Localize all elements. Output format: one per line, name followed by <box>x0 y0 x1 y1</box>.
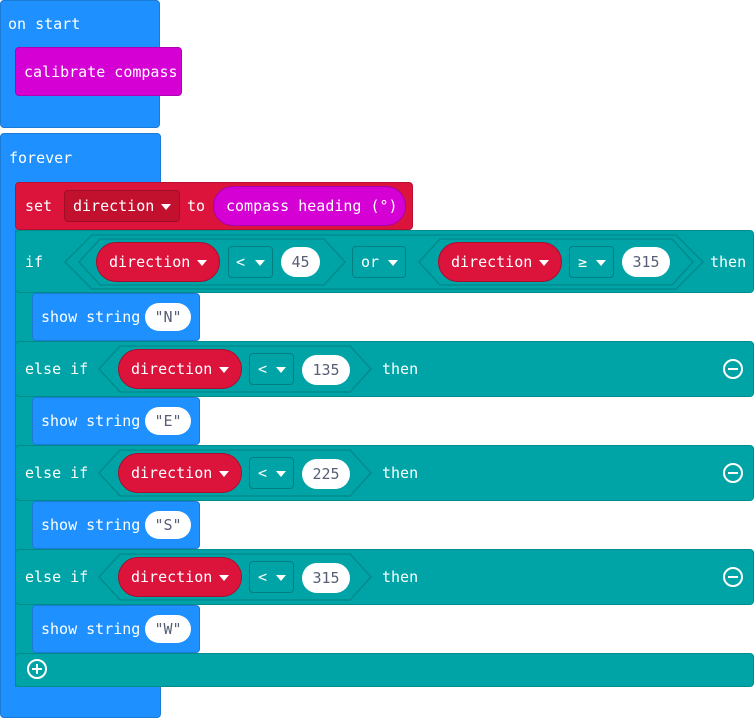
caret-down-icon <box>161 204 171 210</box>
set-variable-name: direction <box>73 197 155 215</box>
else-if-then-label: then <box>382 360 419 378</box>
compass-heading-block[interactable]: compass heading (°) <box>213 186 406 226</box>
else-if-variable-label: direction <box>131 568 213 586</box>
show-string-label: show string <box>41 308 141 326</box>
else-if-label: else if <box>25 464 89 482</box>
else-if-value[interactable]: 225 <box>302 459 350 489</box>
else-if-operator: < <box>258 360 268 378</box>
calibrate-compass-block[interactable] <box>15 47 182 96</box>
if-operator-right-dropdown[interactable]: ≥ <box>569 246 614 278</box>
caret-down-icon <box>276 367 286 373</box>
else-if-variable[interactable]: direction <box>118 557 242 597</box>
calibrate-compass-label: calibrate compass <box>24 63 178 81</box>
logic-or-dropdown[interactable]: or <box>352 246 406 278</box>
else-if-operator-dropdown[interactable]: < <box>249 561 294 593</box>
if-operator-left-dropdown[interactable]: < <box>228 246 273 278</box>
if-value-right[interactable]: 315 <box>622 247 670 277</box>
else-if-variable-label: direction <box>131 360 213 378</box>
else-if-label: else if <box>25 568 89 586</box>
else-if-value[interactable]: 315 <box>302 563 350 593</box>
if-operator-left: < <box>236 253 246 271</box>
else-if-variable[interactable]: direction <box>118 453 242 493</box>
else-if-then-label: then <box>382 464 419 482</box>
caret-down-icon <box>219 575 229 581</box>
set-variable-dropdown[interactable]: direction <box>64 190 180 222</box>
if-value-left[interactable]: 45 <box>281 247 320 277</box>
show-string-label: show string <box>41 620 141 638</box>
else-if-variable[interactable]: direction <box>118 349 242 389</box>
caret-down-icon <box>219 367 229 373</box>
caret-down-icon <box>276 471 286 477</box>
logic-or-label: or <box>361 253 380 271</box>
caret-down-icon <box>197 260 207 266</box>
if-variable-left-label: direction <box>109 253 191 271</box>
caret-down-icon <box>219 471 229 477</box>
caret-down-icon <box>255 260 265 266</box>
set-label: set <box>25 197 53 215</box>
else-if-value[interactable]: 135 <box>302 355 350 385</box>
string-value-input[interactable]: "W" <box>145 615 191 643</box>
else-if-operator: < <box>258 568 268 586</box>
show-string-block[interactable] <box>32 293 200 341</box>
string-value-input[interactable]: "S" <box>145 511 191 539</box>
plus-circle-icon[interactable] <box>27 659 47 679</box>
if-then-label: then <box>710 253 747 271</box>
minus-circle-icon[interactable] <box>723 359 743 379</box>
if-variable-right[interactable]: direction <box>438 242 562 282</box>
minus-circle-icon[interactable] <box>723 463 743 483</box>
caret-down-icon <box>276 575 286 581</box>
compass-heading-label: compass heading (°) <box>226 197 398 215</box>
show-string-label: show string <box>41 412 141 430</box>
minus-circle-icon[interactable] <box>723 567 743 587</box>
else-if-then-label: then <box>382 568 419 586</box>
string-value-input[interactable]: "N" <box>145 303 191 331</box>
string-value-input[interactable]: "E" <box>145 407 191 435</box>
if-operator-right: ≥ <box>578 253 588 271</box>
else-if-variable-label: direction <box>131 464 213 482</box>
caret-down-icon <box>388 260 398 266</box>
caret-down-icon <box>539 260 549 266</box>
if-variable-right-label: direction <box>451 253 533 271</box>
if-block-footer <box>15 653 754 687</box>
if-variable-left[interactable]: direction <box>96 242 220 282</box>
forever-label: forever <box>9 149 73 167</box>
else-if-label: else if <box>25 360 89 378</box>
else-if-operator-dropdown[interactable]: < <box>249 457 294 489</box>
caret-down-icon <box>596 260 606 266</box>
on-start-label: on start <box>8 15 81 33</box>
else-if-operator: < <box>258 464 268 482</box>
show-string-label: show string <box>41 516 141 534</box>
if-label: if <box>25 253 44 271</box>
to-label: to <box>187 197 206 215</box>
else-if-operator-dropdown[interactable]: < <box>249 353 294 385</box>
